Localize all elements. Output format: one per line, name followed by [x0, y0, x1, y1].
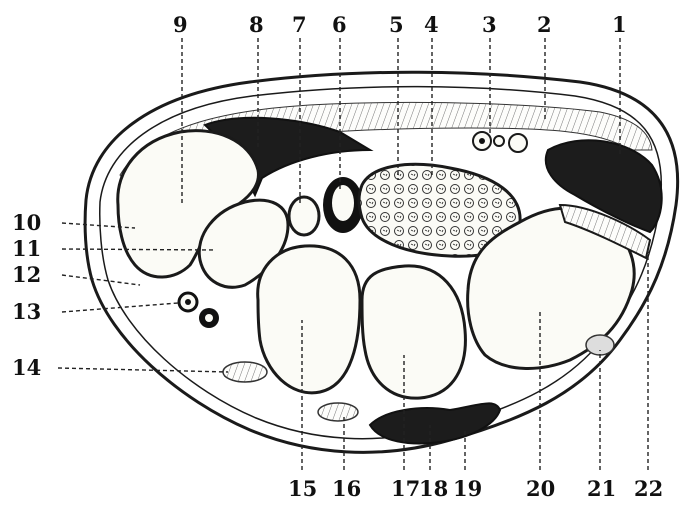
- bone-15: [258, 246, 360, 393]
- label-12: 12: [12, 262, 41, 287]
- vessel-6: [323, 177, 363, 233]
- label-1: 1: [612, 12, 627, 37]
- label-14: 14: [12, 355, 41, 380]
- bone-17-18: [362, 266, 465, 398]
- label-11: 11: [12, 236, 41, 261]
- structure-14: [223, 362, 267, 382]
- label-2: 2: [537, 12, 552, 37]
- label-3: 3: [482, 12, 497, 37]
- labels-left: 10 11 12 13 14: [12, 210, 41, 380]
- label-13: 13: [12, 299, 41, 324]
- label-18: 18: [419, 476, 448, 501]
- label-9: 9: [173, 12, 188, 37]
- ventral-tendons: [370, 403, 500, 443]
- label-15: 15: [288, 476, 317, 501]
- label-10: 10: [12, 210, 41, 235]
- structure-16: [318, 403, 358, 421]
- label-6: 6: [332, 12, 347, 37]
- labels-top: 9 8 7 6 5 4 3 2 1: [173, 12, 627, 37]
- label-8: 8: [249, 12, 264, 37]
- structure-21: [586, 335, 614, 355]
- label-4: 4: [424, 12, 439, 37]
- labels-bottom: 15 16 17 18 19 20 21 22: [288, 476, 663, 501]
- vessels-13: [179, 293, 219, 328]
- vessels-3: [473, 132, 527, 152]
- label-20: 20: [526, 476, 555, 501]
- label-7: 7: [292, 12, 307, 37]
- label-5: 5: [389, 12, 404, 37]
- label-19: 19: [453, 476, 482, 501]
- label-22: 22: [634, 476, 663, 501]
- label-17: 17: [391, 476, 420, 501]
- label-21: 21: [587, 476, 616, 501]
- pisiform-7: [289, 197, 319, 235]
- label-16: 16: [332, 476, 361, 501]
